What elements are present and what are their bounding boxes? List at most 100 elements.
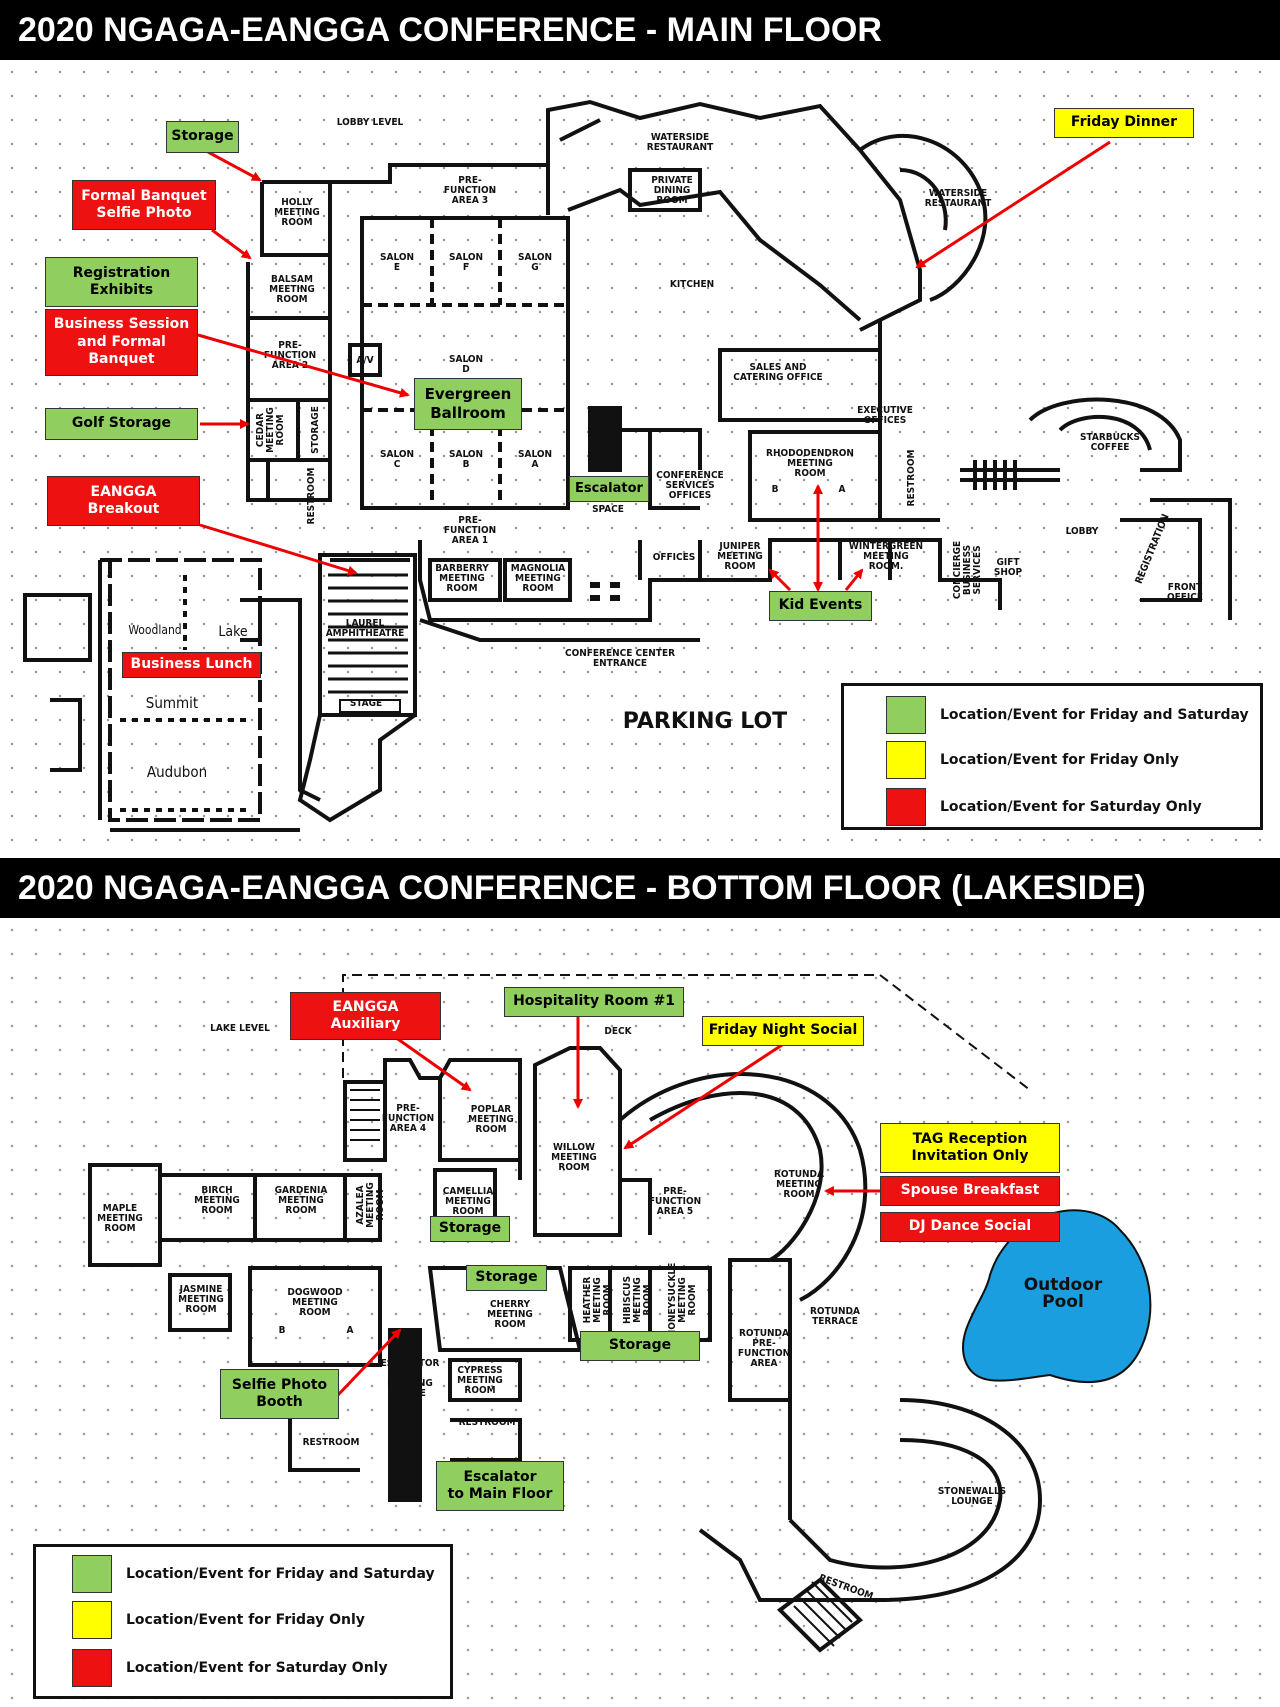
label-space: SPACE <box>592 504 624 515</box>
bottom-floor-arrows <box>336 1017 880 1397</box>
tag-formal-banquet-selfie: Formal Banquet Selfie Photo <box>72 180 216 230</box>
legend-row-friday-only-bottom: Location/Event for Friday Only <box>72 1601 365 1639</box>
legend-label-saturday-only-bottom: Location/Event for Saturday Only <box>126 1660 388 1676</box>
label-deck: DECK <box>604 1026 632 1037</box>
legend-row-saturday-only-bottom: Location/Event for Saturday Only <box>72 1649 388 1687</box>
legend-row-friday-only: Location/Event for Friday Only <box>886 741 1179 779</box>
tag-kid-events: Kid Events <box>769 591 872 621</box>
legend-swatch-yellow-bottom <box>72 1601 112 1639</box>
tag-registration-exhibits: Registration Exhibits <box>45 257 198 307</box>
main-floor-arrows <box>197 140 1111 592</box>
label-restroom-bottom-1: RESTROOM <box>459 1417 516 1428</box>
main-floor-legend: Location/Event for Friday and Saturday L… <box>841 683 1263 830</box>
label-audubon: Audubon <box>147 763 207 781</box>
tag-escalator-main: Escalator to Main Floor <box>436 1461 564 1511</box>
label-restroom-bottom-2: RESTROOM <box>303 1437 360 1448</box>
label-restroom: RESTROOM <box>306 468 317 525</box>
label-registration: REGISTRATION <box>1134 513 1172 586</box>
tag-hospitality-room: Hospitality Room #1 <box>504 987 684 1017</box>
bottom-floor-walls <box>88 974 1043 1653</box>
label-dogwood-a: A <box>347 1325 354 1336</box>
tag-evergreen-ballroom: Evergreen Ballroom <box>414 378 522 430</box>
legend-row-friday-saturday: Location/Event for Friday and Saturday <box>886 696 1249 734</box>
tag-tag-reception: TAG Reception Invitation Only <box>880 1123 1060 1173</box>
label-lobby-level: LOBBY LEVEL <box>337 117 404 128</box>
label-lake: Lake <box>218 624 248 640</box>
tag-storage-heather: Storage <box>580 1331 700 1361</box>
outdoor-pool-shape <box>962 1209 1152 1384</box>
main-floor-title: 2020 NGAGA-EANGGA CONFERENCE - MAIN FLOO… <box>0 0 1280 60</box>
legend-swatch-yellow <box>886 741 926 779</box>
tag-business-lunch: Business Lunch <box>122 652 261 678</box>
label-hibiscus: HIBISCUSMEETINGROOM <box>622 1276 653 1324</box>
label-stage: STAGE <box>350 698 382 709</box>
tag-friday-night-social: Friday Night Social <box>702 1016 864 1046</box>
tag-escalator: Escalator <box>569 476 649 502</box>
legend-label-friday-only-bottom: Location/Event for Friday Only <box>126 1612 365 1628</box>
legend-label-friday-saturday-bottom: Location/Event for Friday and Saturday <box>126 1566 435 1582</box>
tag-business-session: Business Session and Formal Banquet <box>45 309 198 376</box>
legend-row-saturday-only: Location/Event for Saturday Only <box>886 788 1202 826</box>
legend-label-friday-only: Location/Event for Friday Only <box>940 752 1179 768</box>
label-kitchen: KITCHEN <box>670 279 714 290</box>
label-concierge: CONCIERGEBUSINESSSERVICES <box>952 541 983 599</box>
label-parking-lot: PARKING LOT <box>623 709 787 734</box>
label-lobby: LOBBY <box>1066 526 1099 537</box>
tag-eangga-auxiliary: EANGGA Auxiliary <box>290 992 441 1040</box>
tag-storage-cherry: Storage <box>466 1265 547 1291</box>
label-lake-level: LAKE LEVEL <box>210 1023 270 1034</box>
label-honeysuckle: HONEYSUCKLEMEETINGROOM <box>667 1263 698 1338</box>
label-azalea: AZALEAMEETINGROOM <box>355 1182 386 1228</box>
label-woodland: Woodland <box>128 623 181 637</box>
label-summit: Summit <box>146 694 198 712</box>
tag-golf-storage: Golf Storage <box>45 408 198 440</box>
tag-dj-dance: DJ Dance Social <box>880 1212 1060 1242</box>
label-offices: OFFICES <box>653 552 696 563</box>
bottom-floor-legend: Location/Event for Friday and Saturday L… <box>33 1544 453 1699</box>
legend-row-friday-saturday-bottom: Location/Event for Friday and Saturday <box>72 1555 435 1593</box>
tag-friday-dinner: Friday Dinner <box>1054 108 1194 138</box>
tag-storage: Storage <box>166 121 239 153</box>
label-av: A/V <box>356 355 373 366</box>
